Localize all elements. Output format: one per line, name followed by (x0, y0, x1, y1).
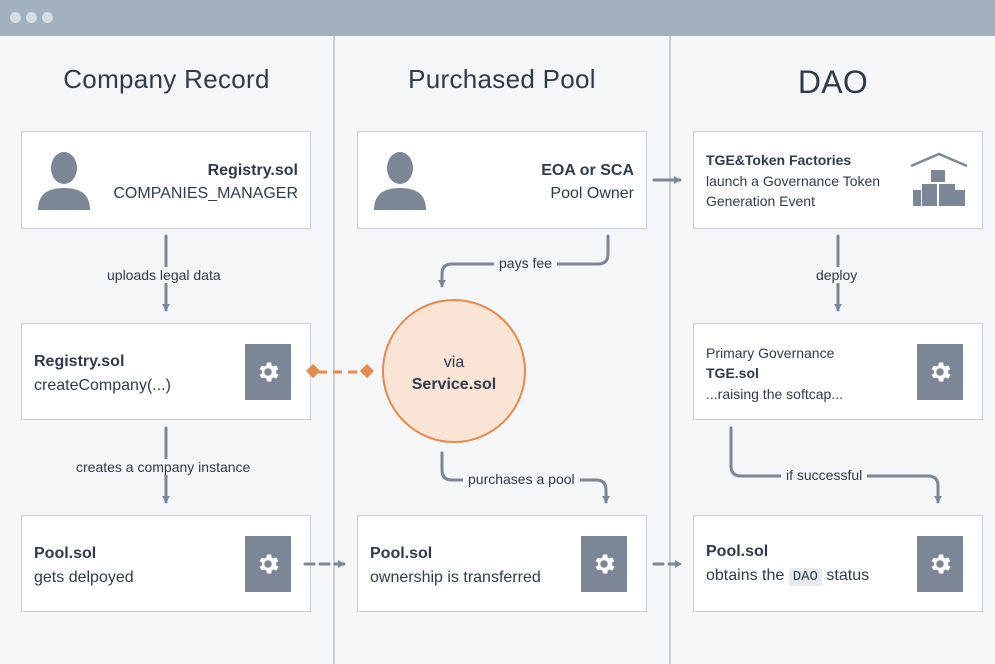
gear-icon (245, 344, 291, 400)
subtitle-before: obtains the (706, 567, 785, 584)
service-circle: via Service.sol (382, 299, 526, 443)
dao-code-badge: DAO (788, 568, 822, 586)
pool-owner-box: EOA or SCA Pool Owner (357, 131, 647, 229)
gear-icon (917, 536, 963, 592)
box-subtitle: createCompany(...) (34, 377, 171, 394)
column-title-dao: DAO (797, 64, 869, 100)
gear-icon (581, 536, 627, 592)
box-subtitle: Pool Owner (550, 185, 634, 202)
column-divider (669, 36, 671, 664)
window-dot-close[interactable] (10, 12, 21, 23)
registry-create-box: Registry.sol createCompany(...) (21, 323, 311, 420)
box-subtitle: obtains the DAO status (706, 567, 870, 586)
orange-dashed-link (305, 363, 375, 379)
circle-line-service: Service.sol (411, 376, 497, 393)
pool-dao-box: Pool.sol obtains the DAO status (693, 515, 983, 612)
box-subtitle: ownership is transferred (370, 569, 541, 586)
column-title-purchased-pool: Purchased Pool (408, 64, 596, 94)
box-line: Generation Event (706, 193, 815, 209)
box-title: Pool.sol (370, 545, 433, 562)
box-subtitle: COMPANIES_MANAGER (113, 185, 298, 202)
governance-tge-box: Primary Governance TGE.sol ...raising th… (693, 323, 983, 420)
gear-icon (245, 536, 291, 592)
circle-line-via: via (443, 354, 465, 371)
box-title: Pool.sol (706, 543, 769, 560)
box-title: TGE&Token Factories (706, 152, 852, 168)
warehouse-icon (909, 152, 969, 215)
box-title: TGE.sol (706, 365, 759, 381)
arrow-if-successful (729, 426, 942, 504)
box-line: Primary Governance (706, 345, 835, 361)
registry-manager-box: Registry.sol COMPANIES_MANAGER (21, 131, 311, 229)
box-title: Registry.sol (207, 162, 298, 179)
label-creates-company-instance: creates a company instance (71, 459, 256, 475)
gear-icon (917, 344, 963, 400)
box-title: EOA or SCA (541, 162, 634, 179)
box-line: launch a Governance Token (706, 173, 881, 189)
person-icon (36, 150, 92, 217)
label-if-successful: if successful (781, 467, 868, 483)
column-divider (333, 36, 335, 664)
box-title: Pool.sol (34, 545, 97, 562)
window-dot-minimize[interactable] (26, 12, 37, 23)
token-factories-box: TGE&Token Factories launch a Governance … (693, 131, 983, 229)
column-title-company-record: Company Record (63, 64, 270, 94)
label-pays-fee: pays fee (494, 255, 557, 271)
label-uploads-legal-data: uploads legal data (102, 267, 226, 283)
person-icon (372, 150, 428, 217)
window-titlebar (0, 0, 995, 36)
label-deploy: deploy (811, 267, 863, 283)
box-title: Registry.sol (34, 353, 125, 370)
pool-deploy-box: Pool.sol gets delpoyed (21, 515, 311, 612)
box-subtitle: gets delpoyed (34, 569, 134, 586)
box-line: ...raising the softcap... (706, 386, 843, 402)
subtitle-after: status (826, 567, 870, 584)
label-purchases-pool: purchases a pool (463, 471, 580, 487)
window-dot-maximize[interactable] (42, 12, 53, 23)
pool-transfer-box: Pool.sol ownership is transferred (357, 515, 647, 612)
